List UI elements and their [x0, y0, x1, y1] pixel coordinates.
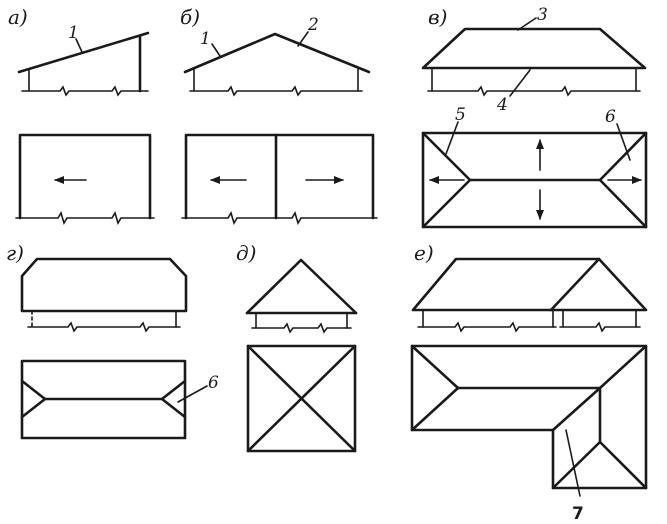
elevation-v: [421, 27, 647, 97]
hip-bottom: [551, 440, 648, 490]
callout-leader-6: [616, 123, 631, 161]
plan-b: [181, 133, 378, 225]
callout-leader-3: [517, 17, 537, 31]
panel-label-v: в): [428, 5, 447, 29]
plan-outline: [410, 344, 648, 490]
callout-2: 2: [307, 15, 319, 35]
callout-leader-7: [565, 429, 581, 497]
panel-a: а) 1: [8, 5, 155, 225]
shed-roof-slope: [17, 31, 150, 74]
half-hip-right: [160, 379, 187, 419]
callout-6g: 6: [208, 373, 219, 393]
break-line: [251, 322, 352, 334]
valley-line: [551, 386, 602, 432]
elevation-g: [20, 257, 188, 333]
elevation-b: [183, 32, 371, 97]
hip-left: [410, 344, 460, 432]
panel-label-d: д): [236, 241, 256, 265]
elevation-d: [245, 258, 358, 334]
panel-label-b: б): [180, 5, 200, 29]
callout-leader-5: [445, 121, 459, 155]
callout-4: 4: [496, 95, 508, 115]
break-line: [21, 85, 149, 97]
callout-1b: 1: [200, 29, 211, 49]
break-line: [427, 85, 641, 97]
break-line: [27, 321, 181, 333]
callout-7: 7: [572, 504, 584, 524]
elevation-e: [411, 257, 648, 333]
plan-outline: [18, 133, 152, 220]
callout-5: 5: [455, 105, 466, 125]
corner-hip: [598, 344, 648, 390]
break-line: [189, 85, 363, 97]
wing-roof-edge: [549, 257, 601, 312]
half-hip-left: [20, 379, 47, 419]
panel-v: в) 3 4 5 6: [421, 5, 648, 229]
hip-diagonal-2: [246, 344, 357, 453]
elevation-a: [17, 31, 150, 97]
callout-leader-2: [297, 31, 309, 47]
plan-v: [421, 131, 648, 229]
panel-g: г) 6: [6, 241, 219, 440]
plan-outline: [184, 133, 375, 220]
break-line-1: [417, 321, 557, 333]
panel-d: д): [236, 241, 358, 453]
plan-break-line: [15, 211, 155, 225]
half-hip-elevation: [20, 257, 188, 313]
panel-label-g: г): [6, 241, 24, 265]
plan-a: [15, 133, 155, 225]
callout-6: 6: [605, 107, 616, 127]
pyramid-elevation: [245, 258, 358, 315]
plan-outline: [246, 344, 357, 453]
plan-outline: [20, 359, 187, 440]
plan-g: [20, 359, 187, 440]
main-roof-elevation: [411, 257, 648, 312]
callout-leader-1: [75, 38, 83, 53]
callout-leader-6g: [177, 385, 208, 403]
plan-d: [246, 344, 357, 453]
plan-break-line: [181, 211, 378, 225]
plan-outline: [421, 131, 648, 229]
callout-1: 1: [68, 23, 79, 43]
panel-label-e: е): [414, 241, 434, 265]
break-line-2: [559, 321, 641, 333]
panel-b: б) 1 2: [180, 5, 378, 225]
callout-leader-1b: [211, 43, 221, 57]
callout-leader-4: [509, 69, 531, 97]
plan-e: [410, 344, 648, 490]
hip-roof-elevation: [421, 27, 647, 70]
panel-label-a: а): [8, 5, 28, 29]
callout-3: 3: [537, 5, 548, 25]
gable-roof: [183, 32, 371, 74]
panel-e: е) 7: [410, 241, 648, 524]
